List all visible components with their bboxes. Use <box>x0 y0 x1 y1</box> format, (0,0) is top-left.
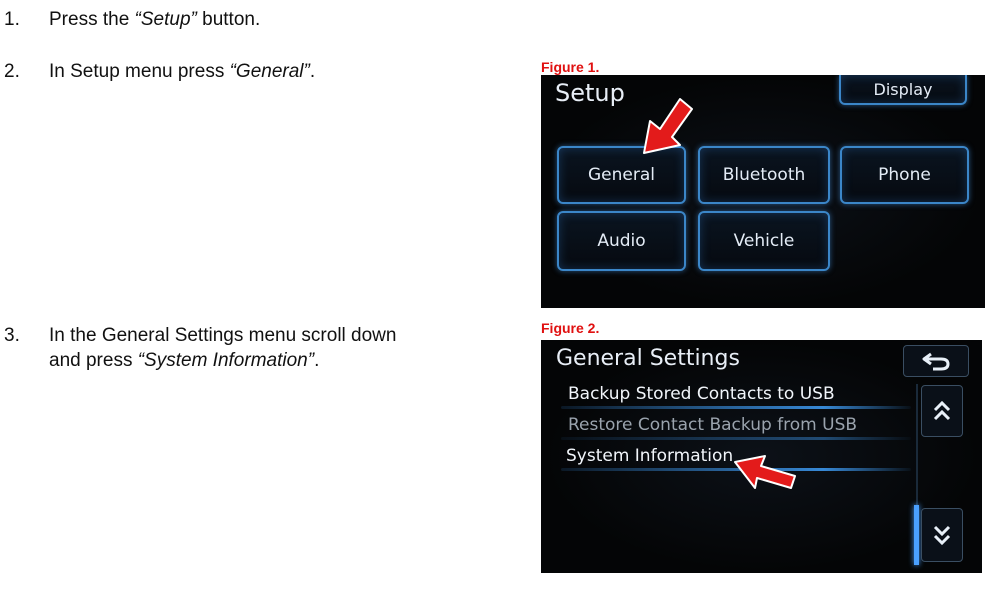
audio-button[interactable]: Audio <box>557 211 686 271</box>
red-pointer-arrow-icon <box>734 455 796 489</box>
setup-title: Setup <box>555 79 625 107</box>
general-settings-title: General Settings <box>556 346 740 371</box>
step-text-emphasis: “System Information” <box>137 350 315 371</box>
step-text-emphasis: “General” <box>229 61 310 82</box>
setup-screen: Setup Display General Bluetooth Phone Au… <box>541 75 985 308</box>
back-button[interactable] <box>903 345 969 377</box>
step-number: 3. <box>4 325 20 346</box>
vehicle-button[interactable]: Vehicle <box>698 211 830 271</box>
settings-item-backup[interactable]: Backup Stored Contacts to USB <box>568 384 835 404</box>
phone-button[interactable]: Phone <box>840 146 969 204</box>
step-text-line2: and press “System Information”. <box>49 348 319 373</box>
step-text: In Setup menu press “General”. <box>49 59 315 84</box>
general-button[interactable]: General <box>557 146 686 204</box>
step-text-emphasis: “Setup” <box>134 9 197 30</box>
step-text: Press the “Setup” button. <box>49 7 260 32</box>
step-1: 1. Press the “Setup” button. <box>4 7 504 33</box>
double-chevron-down-icon <box>933 525 951 546</box>
step-number: 2. <box>4 61 20 82</box>
figure-1-caption: Figure 1. <box>541 59 600 75</box>
step-text-plain: . <box>314 350 320 371</box>
double-chevron-up-icon <box>933 400 951 421</box>
step-number: 1. <box>4 9 20 30</box>
figure-2-caption: Figure 2. <box>541 320 600 336</box>
general-settings-screen: General Settings Backup Stored Contacts … <box>541 340 982 573</box>
step-text-plain: button. <box>196 9 261 30</box>
step-text-line1: In the General Settings menu scroll down <box>49 325 397 346</box>
scrollbar-track[interactable] <box>916 384 918 564</box>
settings-item-restore[interactable]: Restore Contact Backup from USB <box>568 415 858 435</box>
step-3: 3. In the General Settings menu scroll d… <box>4 323 524 375</box>
display-button[interactable]: Display <box>839 75 967 105</box>
bluetooth-button[interactable]: Bluetooth <box>698 146 830 204</box>
step-text-plain: and press <box>49 350 138 371</box>
step-text-plain: In Setup menu press <box>49 61 230 82</box>
settings-item-divider <box>561 468 911 471</box>
back-arrow-icon <box>922 352 950 371</box>
step-2: 2. In Setup menu press “General”. <box>4 59 504 85</box>
step-text-plain: . <box>309 61 316 82</box>
scrollbar-thumb[interactable] <box>914 505 919 565</box>
settings-item-divider <box>561 406 911 409</box>
scroll-up-button[interactable] <box>921 385 963 437</box>
settings-item-divider <box>561 437 911 440</box>
settings-item-system-information[interactable]: System Information <box>566 446 734 466</box>
step-text-plain: Press the <box>49 9 135 30</box>
red-pointer-arrow-icon <box>643 98 693 154</box>
scroll-down-button[interactable] <box>921 508 963 562</box>
